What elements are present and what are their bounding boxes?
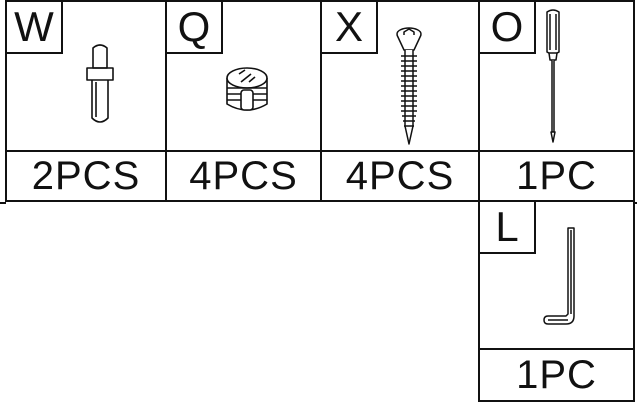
- part-letter-l: L: [478, 200, 536, 254]
- cam-lock-nut-icon: [226, 67, 268, 111]
- part-quantity-q: 4PCS: [165, 150, 322, 202]
- allen-key-icon: [543, 227, 575, 325]
- part-cell-x: X: [320, 0, 480, 152]
- divider-line: [633, 202, 637, 204]
- part-quantity-l: 1PC: [478, 348, 635, 402]
- wood-screw-icon: [396, 27, 422, 145]
- part-letter-w: W: [5, 0, 63, 54]
- part-letter-o: O: [478, 0, 536, 54]
- part-quantity-x: 4PCS: [320, 150, 480, 202]
- screwdriver-icon: [546, 9, 560, 143]
- part-cell-o: O: [478, 0, 635, 152]
- part-letter-x: X: [320, 0, 378, 54]
- part-cell-q: Q: [165, 0, 322, 152]
- part-letter-q: Q: [165, 0, 223, 54]
- part-cell-l: L: [478, 200, 635, 350]
- part-cell-w: W: [5, 0, 167, 152]
- part-quantity-w: 2PCS: [5, 150, 167, 202]
- dowel-pin-icon: [86, 44, 114, 123]
- divider-line: [0, 202, 6, 204]
- part-quantity-o: 1PC: [478, 150, 635, 202]
